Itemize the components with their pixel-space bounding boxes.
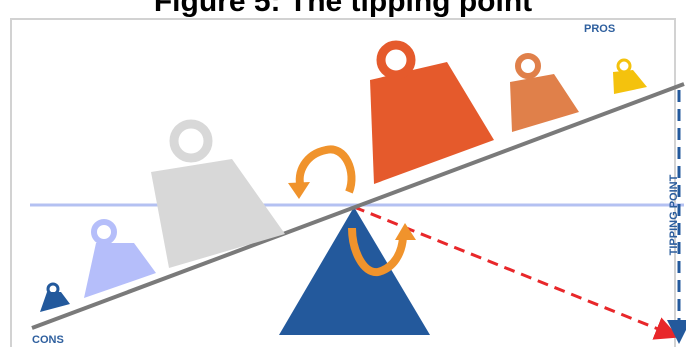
cons-label: CONS: [32, 334, 64, 346]
weight-pros-medium: [510, 56, 579, 132]
pros-label: PROS: [584, 23, 615, 35]
weight-cons-large: [151, 124, 285, 268]
rotation-arrow-left: [288, 149, 352, 199]
tipping-point-label: TIPPING POINT: [668, 175, 680, 256]
weight-pros-small: [613, 60, 647, 94]
weight-cons-small: [40, 284, 70, 312]
